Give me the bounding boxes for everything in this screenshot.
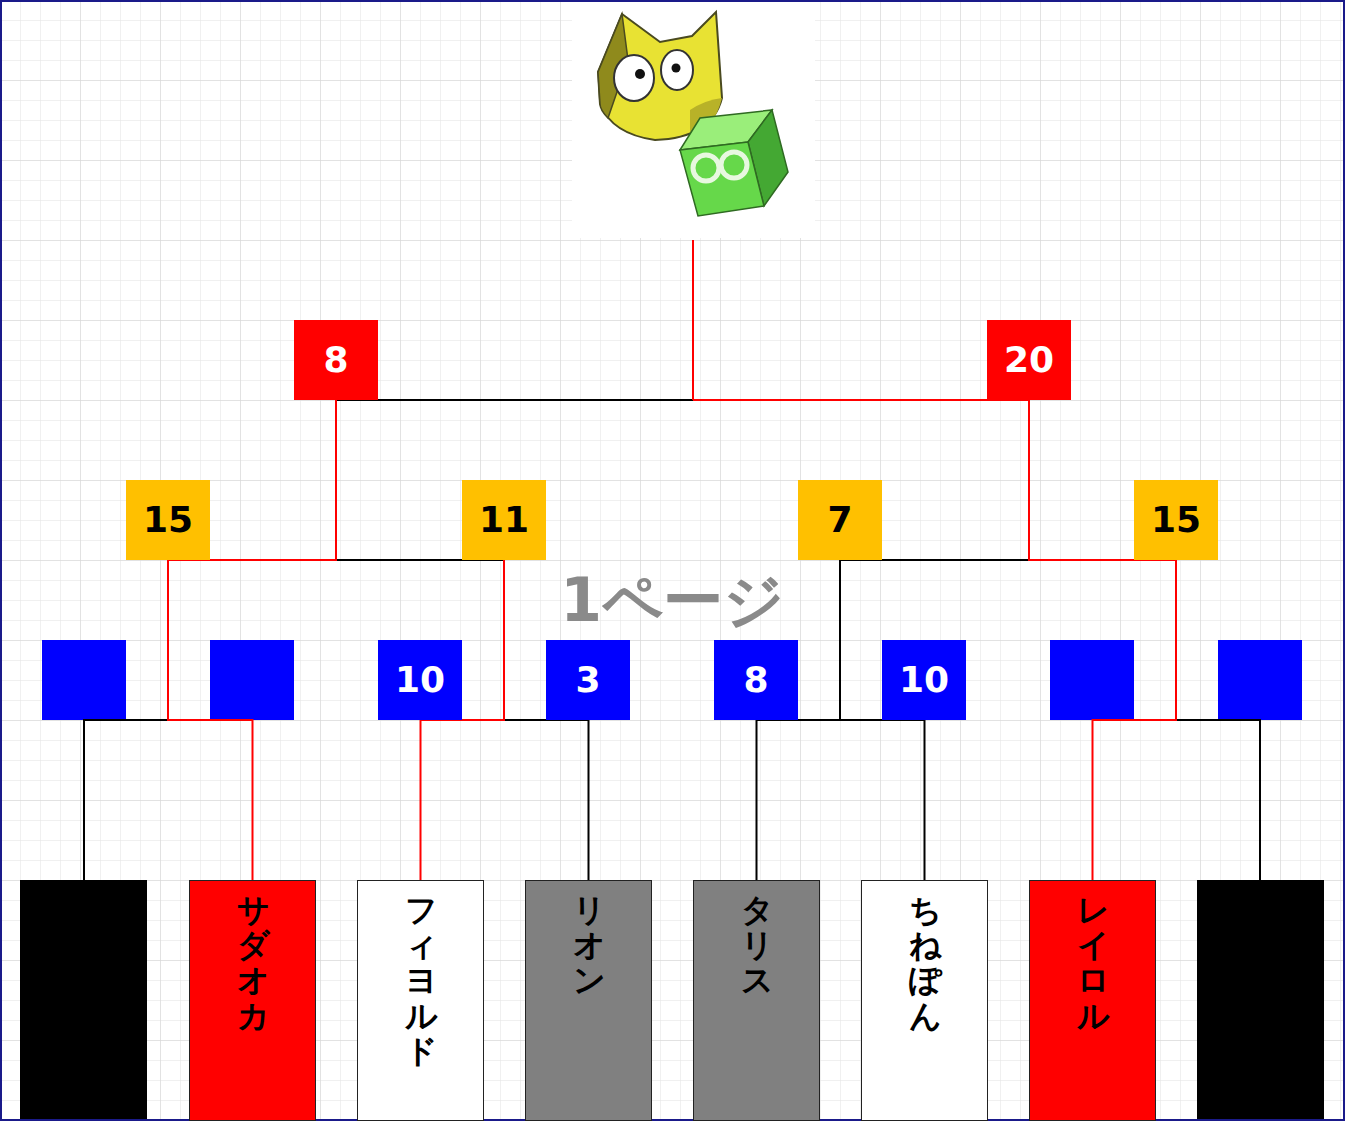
score-number: 10	[899, 662, 949, 698]
round2-score: 15	[1134, 480, 1218, 560]
bracket-wires	[84, 240, 1260, 880]
bracket-line	[1176, 720, 1260, 880]
empty-player-box	[1197, 880, 1324, 1121]
bracket-line	[336, 399, 693, 401]
player-box: フィヨルド	[357, 880, 484, 1121]
player-box: ちねぽん	[861, 880, 988, 1121]
player-name: フィヨルド	[405, 893, 437, 1069]
watermark: 1ページ	[560, 570, 784, 630]
empty-score-box	[210, 640, 294, 720]
player-name: レイロル	[1077, 893, 1109, 1034]
player-box: レイロル	[1029, 880, 1156, 1121]
player-name: ちねぽん	[909, 893, 941, 1034]
semifinal-score: 8	[294, 320, 378, 400]
score-number: 3	[575, 662, 600, 698]
score-number: 15	[1151, 502, 1201, 538]
round1-score: 3	[546, 640, 630, 720]
round1-score: 10	[882, 640, 966, 720]
score-number: 20	[1004, 342, 1054, 378]
empty-slots	[20, 640, 1324, 1121]
bracket-connector	[587, 720, 590, 880]
round2-score: 15	[126, 480, 210, 560]
player-name: サダオカ	[237, 893, 269, 1034]
semifinal-score: 20	[987, 320, 1071, 400]
bracket-line	[693, 399, 1029, 401]
player-name: リオン	[573, 893, 605, 999]
empty-score-box	[42, 640, 126, 720]
round1-score: 8	[714, 640, 798, 720]
bracket-connector	[755, 720, 758, 880]
score-number: 11	[479, 502, 529, 538]
empty-score-box	[1050, 640, 1134, 720]
score-number: 8	[323, 342, 348, 378]
bracket-connector	[168, 560, 253, 880]
round1-score: 10	[378, 640, 462, 720]
round2-score: 11	[462, 480, 546, 560]
empty-score-box	[1218, 640, 1302, 720]
player-box: サダオカ	[189, 880, 316, 1121]
bracket-line	[692, 240, 694, 400]
score-number: 7	[827, 502, 852, 538]
empty-player-box	[20, 880, 147, 1121]
round2-score: 7	[798, 480, 882, 560]
player-box: タリス	[693, 880, 820, 1121]
bracket-connector	[419, 720, 422, 880]
score-number: 15	[143, 502, 193, 538]
player-name: タリス	[741, 893, 773, 999]
score-number: 10	[395, 662, 445, 698]
bracket-connector	[923, 720, 926, 880]
score-number: 8	[743, 662, 768, 698]
mascot-illustration	[572, 0, 815, 238]
bracket-line	[84, 720, 168, 880]
bracket-connector	[1093, 560, 1177, 880]
player-box: リオン	[525, 880, 652, 1121]
